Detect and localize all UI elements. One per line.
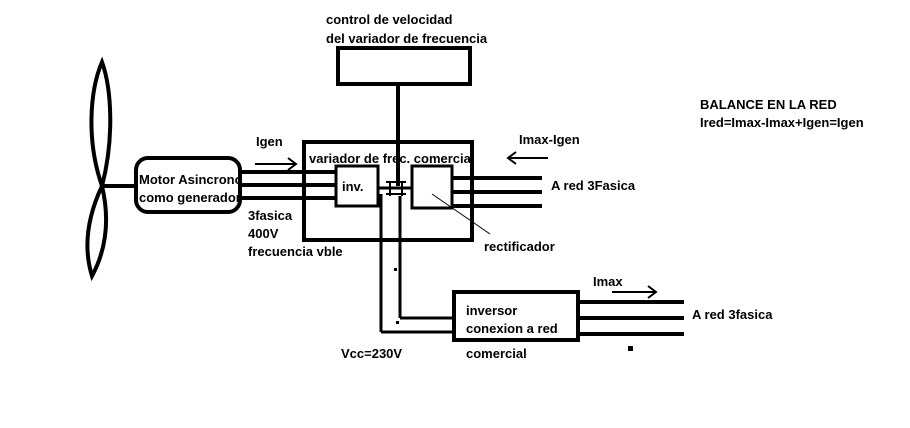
imax-igen-arrow-icon [506,151,548,165]
igen-label: Igen [256,134,283,149]
rectificador-label: rectificador [484,239,555,254]
vcc-label: Vcc=230V [341,346,402,361]
inv-label: inv. [342,179,363,194]
imax-arrow-icon [612,285,658,299]
rectificador-box [410,164,454,210]
three-phase-lines-grid-1 [452,176,542,208]
imax-label: Imax [593,274,623,289]
a-red-label-2: A red 3fasica [692,307,773,322]
motor-label-line2: como generador [139,190,241,205]
stray-dot [628,346,633,351]
inversor-label-line2: conexion a red [466,321,558,336]
motor-label-line1: Motor Asincrono [139,172,243,187]
control-label-line2: del variador de frecuencia [326,31,488,46]
turbine-blades-icon [85,56,113,282]
inversor-label-line1: inversor [466,303,517,318]
voltage-label: 400V [248,226,279,241]
control-box [336,46,472,86]
control-label-line1: control de velocidad [326,12,452,27]
comercial-label: comercial [466,346,527,361]
variador-label: variador de frec. comercia [309,151,472,166]
three-phase-lines-grid-2 [578,300,684,336]
dc-link [378,181,412,196]
inv-box [334,164,380,208]
igen-arrow-icon [255,157,298,171]
frecuencia-label: frecuencia vble [248,244,343,259]
balance-title: BALANCE EN LA RED [700,97,837,112]
dc-bus-lines [379,194,454,334]
a-red-label-1: A red 3Fasica [551,178,636,193]
fasica-label: 3fasica [248,208,293,223]
balance-formula: Ired=Imax-Imax+Igen=Igen [700,115,864,130]
three-phase-lines-motor [240,170,336,200]
rectificador-pointer [431,193,491,235]
imax-igen-label: Imax-Igen [519,132,580,147]
